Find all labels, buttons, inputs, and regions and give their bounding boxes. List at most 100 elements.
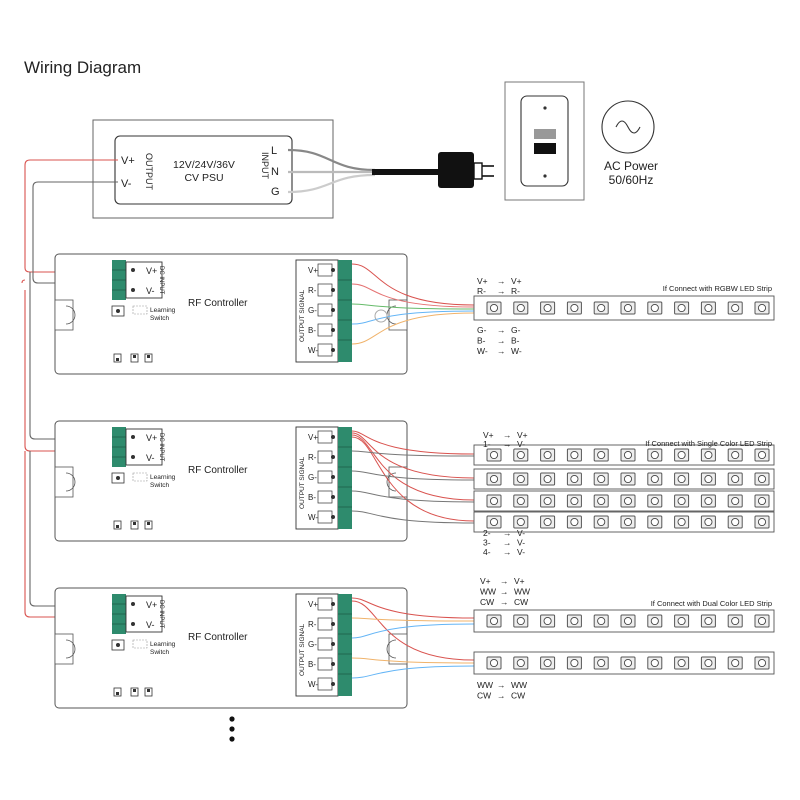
led-chip bbox=[486, 448, 502, 462]
mapping-target: CW bbox=[511, 691, 525, 701]
mapping-rgbw-top: V+→V+R-→R- bbox=[477, 276, 522, 296]
controller-2-learning-2: Switch bbox=[150, 482, 170, 489]
psu-output-label: OUTPUT bbox=[144, 153, 154, 191]
led-chip bbox=[647, 656, 663, 670]
led-chip bbox=[593, 448, 609, 462]
led-chip bbox=[540, 448, 556, 462]
mapping-source: 1- bbox=[483, 439, 491, 449]
led-chip bbox=[513, 494, 529, 508]
arrow-right-icon: → bbox=[503, 430, 512, 440]
controller-1-term-b: B- bbox=[308, 326, 316, 335]
controller-3-dc-input: DC INPUT bbox=[158, 600, 164, 629]
strip-dual-title: If Connect with Dual Color LED Strip bbox=[651, 599, 772, 608]
mapping-target: WW bbox=[514, 587, 530, 597]
led-chip bbox=[540, 515, 556, 529]
led-chip bbox=[727, 301, 743, 315]
psu-term-l: L bbox=[271, 145, 277, 157]
controller-3-in-plus: V+ bbox=[146, 600, 157, 610]
mapping-source: G- bbox=[477, 325, 487, 335]
led-chip bbox=[754, 614, 770, 628]
psu-model-sub: CV PSU bbox=[184, 172, 223, 184]
led-chip bbox=[700, 656, 716, 670]
mapping-source: V+ bbox=[483, 430, 494, 440]
psu-output-minus: V- bbox=[121, 178, 132, 190]
strip-dual-2 bbox=[473, 651, 775, 675]
psu-model: 12V/24V/36V bbox=[173, 159, 235, 171]
controller-1-output-signal: OUTPUT SIGNAL bbox=[299, 289, 306, 342]
arrow-right-icon: → bbox=[497, 286, 506, 296]
controller-3-term-vplus: V+ bbox=[308, 600, 318, 609]
controller-3-in-minus: V- bbox=[146, 620, 155, 630]
led-chip bbox=[647, 515, 663, 529]
ac-power-frequency: 50/60Hz bbox=[609, 173, 654, 187]
led-chip bbox=[754, 656, 770, 670]
led-chip bbox=[566, 494, 582, 508]
led-chip bbox=[486, 515, 502, 529]
strip-single-1 bbox=[473, 444, 775, 466]
led-chip bbox=[754, 515, 770, 529]
mapping-target: V+ bbox=[514, 576, 525, 586]
controller-1-learning-1: Learning bbox=[150, 307, 176, 314]
led-chip bbox=[620, 614, 636, 628]
led-chip bbox=[593, 614, 609, 628]
led-chip bbox=[674, 656, 690, 670]
led-chip bbox=[486, 301, 502, 315]
controller-3-output-signal: OUTPUT SIGNAL bbox=[299, 623, 306, 676]
led-chip bbox=[727, 472, 743, 486]
led-chip bbox=[700, 448, 716, 462]
mapping-source: 3- bbox=[483, 538, 491, 548]
controller-2-learning-1: Learning bbox=[150, 474, 176, 481]
controller-2-name: RF Controller bbox=[188, 465, 248, 476]
led-chip bbox=[620, 301, 636, 315]
mapping-single-top: V+→V+1-→V- bbox=[483, 430, 528, 449]
controller-2-term-g: G- bbox=[308, 473, 317, 482]
diagram-title: Wiring Diagram bbox=[24, 58, 141, 77]
arrow-right-icon: → bbox=[497, 680, 506, 690]
output-wires-2 bbox=[351, 430, 475, 524]
mapping-single-bottom: 2-→V-3-→V-4-→V- bbox=[483, 528, 525, 557]
led-chip bbox=[513, 515, 529, 529]
controller-1-in-plus: V+ bbox=[146, 266, 157, 276]
led-chip bbox=[700, 614, 716, 628]
controller-1-term-vplus: V+ bbox=[308, 266, 318, 275]
led-chip bbox=[647, 472, 663, 486]
led-chip bbox=[727, 614, 743, 628]
psu-output-plus: V+ bbox=[121, 155, 135, 167]
controller-3-term-g: G- bbox=[308, 640, 317, 649]
arrow-right-icon: → bbox=[500, 587, 509, 597]
led-chip bbox=[754, 494, 770, 508]
led-chip bbox=[566, 301, 582, 315]
mapping-target: G- bbox=[511, 325, 521, 335]
led-chip bbox=[566, 448, 582, 462]
led-chip bbox=[513, 614, 529, 628]
led-chip bbox=[647, 301, 663, 315]
led-chip bbox=[674, 515, 690, 529]
psu-term-n: N bbox=[271, 166, 279, 178]
controller-2-term-r: R- bbox=[308, 453, 317, 462]
mapping-rgbw-bottom: G-→G-B-→B-W-→W- bbox=[477, 325, 522, 356]
controller-3-term-b: B- bbox=[308, 660, 316, 669]
controller-3-learning-2: Switch bbox=[150, 649, 170, 656]
mapping-target: V+ bbox=[517, 430, 528, 440]
led-chip bbox=[674, 301, 690, 315]
controller-2-in-plus: V+ bbox=[146, 433, 157, 443]
led-chip bbox=[754, 472, 770, 486]
led-chip bbox=[674, 614, 690, 628]
power-bus-wires bbox=[21, 159, 118, 618]
arrow-right-icon: → bbox=[497, 276, 506, 286]
led-chip bbox=[540, 472, 556, 486]
led-chip bbox=[647, 494, 663, 508]
led-chip bbox=[727, 656, 743, 670]
led-chip bbox=[593, 515, 609, 529]
led-chip bbox=[727, 448, 743, 462]
mapping-source: CW bbox=[480, 597, 494, 607]
mapping-target: WW bbox=[511, 680, 527, 690]
controller-1-term-r: R- bbox=[308, 286, 317, 295]
led-chip bbox=[620, 494, 636, 508]
strip-single-3 bbox=[473, 490, 775, 512]
controller-3-term-w: W- bbox=[308, 680, 318, 689]
mapping-source: WW bbox=[477, 680, 493, 690]
led-chip bbox=[620, 472, 636, 486]
controller-1-name: RF Controller bbox=[188, 298, 248, 309]
controller-2-output-signal: OUTPUT SIGNAL bbox=[299, 456, 306, 509]
